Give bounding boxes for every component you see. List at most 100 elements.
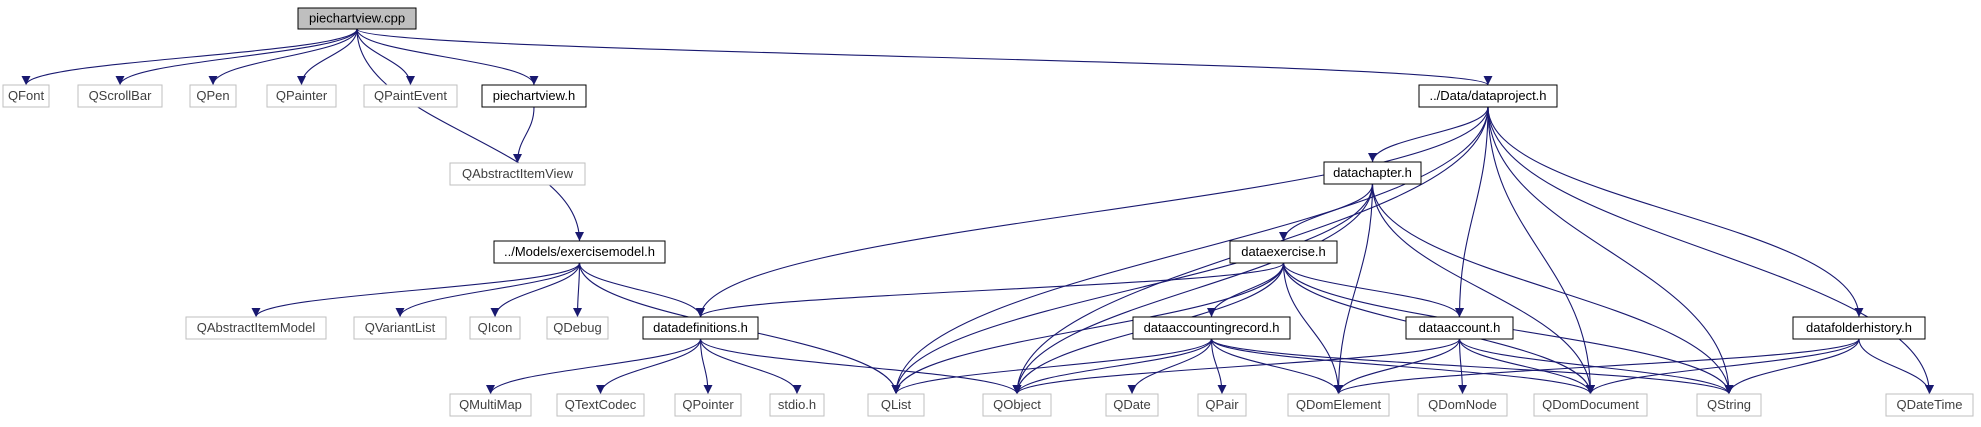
edge-datafolderhistory-h-to-QDomDocument — [1586, 338, 1860, 395]
node-label-qmultimap: QMultiMap — [459, 397, 522, 412]
node-label-qpen: QPen — [196, 88, 229, 103]
node-label-qdatetime: QDateTime — [1897, 397, 1963, 412]
edge-exercisemodel-h-to-datadefinitions-h — [578, 262, 705, 318]
node-box-piechartview-cpp — [297, 7, 417, 30]
node-box-qtextcodec — [556, 393, 645, 417]
edge-dataaccount-h-to-QObject — [1012, 338, 1461, 395]
edge-dataexercise-h-to-datadefinitions-h — [696, 262, 1285, 318]
node-box-dataexercise-h — [1229, 240, 1338, 264]
edge-dataproject-h-to-datachapter-h — [1368, 106, 1489, 163]
edge-datadefinitions-h-to-QObject — [699, 338, 1022, 395]
edge-dataproject-h-to-QList — [891, 106, 1489, 395]
node-label-dataaccount-h: dataaccount.h — [1419, 320, 1501, 335]
node-box-qpair — [1197, 393, 1247, 417]
edge-exercisemodel-h-to-QIcon — [490, 262, 581, 318]
node-label-qdomdocument: QDomDocument — [1542, 397, 1639, 412]
node-qvariantlist: QVariantList — [353, 316, 447, 340]
node-box-qlist — [867, 393, 925, 417]
node-box-qabstractitemmodel — [185, 316, 327, 340]
edge-exercisemodel-h-to-QDebug — [573, 262, 583, 318]
graph-edges — [21, 28, 1934, 395]
node-stdio-h: stdio.h — [769, 393, 825, 417]
node-qdomdocument: QDomDocument — [1533, 393, 1648, 417]
node-dataexercise-h[interactable]: dataexercise.h — [1229, 240, 1338, 264]
edge-dataaccountingrecord-h-to-QPair — [1210, 338, 1227, 395]
node-qdate: QDate — [1105, 393, 1159, 417]
node-box-qstring — [1696, 393, 1762, 417]
node-label-qlist: QList — [881, 397, 912, 412]
node-box-dataproject-h — [1418, 84, 1558, 108]
node-box-qscrollbar — [77, 84, 163, 108]
edge-piechartview-cpp-to-exercisemodel-h — [356, 28, 584, 242]
node-box-qdebug — [546, 316, 609, 340]
edge-dataaccountingrecord-h-to-QDomElement — [1210, 338, 1343, 395]
node-qabstractitemview: QAbstractItemView — [449, 162, 586, 186]
node-label-stdio-h: stdio.h — [778, 397, 816, 412]
edge-dataaccount-h-to-QDomDocument — [1458, 338, 1595, 395]
edge-datafolderhistory-h-to-QString — [1724, 338, 1860, 395]
edge-dataaccount-h-to-QDomElement — [1334, 338, 1461, 395]
edge-dataproject-h-to-datadefinitions-h — [696, 106, 1489, 318]
node-box-qdomnode — [1417, 393, 1508, 417]
node-qfont: QFont — [2, 84, 50, 108]
node-qdomnode: QDomNode — [1417, 393, 1508, 417]
node-dataproject-h[interactable]: ../Data/dataproject.h — [1418, 84, 1558, 108]
edge-piechartview-cpp-to-QPaintEvent — [356, 28, 415, 86]
node-box-qfont — [2, 84, 50, 108]
node-qtextcodec: QTextCodec — [556, 393, 645, 417]
node-box-qdomelement — [1287, 393, 1390, 417]
node-box-qicon — [469, 316, 521, 340]
node-qicon: QIcon — [469, 316, 521, 340]
edge-dataproject-h-to-QDomDocument — [1487, 106, 1595, 395]
node-datadefinitions-h[interactable]: datadefinitions.h — [642, 316, 759, 340]
node-label-qabstractitemview: QAbstractItemView — [462, 166, 574, 181]
node-qmultimap: QMultiMap — [449, 393, 532, 417]
node-box-qdatetime — [1885, 393, 1974, 417]
edge-piechartview-cpp-to-QScrollBar — [115, 28, 358, 86]
node-box-dataaccount-h — [1405, 316, 1514, 340]
node-label-qpair: QPair — [1205, 397, 1239, 412]
edge-dataaccountingrecord-h-to-QObject — [1012, 338, 1213, 395]
node-qpen: QPen — [189, 84, 237, 108]
edge-dataaccountingrecord-h-to-QList — [891, 338, 1213, 395]
node-box-stdio-h — [769, 393, 825, 417]
node-piechartview-h[interactable]: piechartview.h — [481, 84, 587, 108]
node-label-qpointer: QPointer — [682, 397, 734, 412]
edge-datachapter-h-to-QList — [891, 183, 1374, 395]
node-box-datadefinitions-h — [642, 316, 759, 340]
node-qstring: QString — [1696, 393, 1762, 417]
edge-piechartview-cpp-to-QFont — [21, 28, 358, 86]
edge-dataexercise-h-to-QDomElement — [1282, 262, 1343, 395]
edge-dataaccountingrecord-h-to-QDate — [1127, 338, 1213, 395]
node-label-piechartview-h: piechartview.h — [493, 88, 575, 103]
edge-exercisemodel-h-to-QAbstractItemModel — [251, 262, 581, 318]
node-label-datachapter-h: datachapter.h — [1333, 165, 1412, 180]
edge-exercisemodel-h-to-QVariantList — [395, 262, 581, 318]
node-box-qpointer — [674, 393, 742, 417]
node-piechartview-cpp[interactable]: piechartview.cpp — [297, 7, 417, 30]
node-dataaccountingrecord-h[interactable]: dataaccountingrecord.h — [1132, 316, 1291, 340]
edge-piechartview-cpp-to-dataproject-h — [356, 28, 1493, 86]
edge-datadefinitions-h-to-QMultiMap — [486, 338, 702, 395]
node-datafolderhistory-h[interactable]: datafolderhistory.h — [1792, 316, 1926, 340]
node-datachapter-h[interactable]: datachapter.h — [1323, 161, 1422, 185]
edge-dataexercise-h-to-dataaccount-h — [1282, 262, 1464, 318]
node-box-qpainter — [266, 84, 337, 108]
edge-datachapter-h-to-QObject — [1012, 183, 1374, 395]
edge-datafolderhistory-h-to-QDateTime — [1858, 338, 1934, 395]
node-qlist: QList — [867, 393, 925, 417]
edge-datafolderhistory-h-to-QDomElement — [1334, 338, 1860, 395]
edge-datachapter-h-to-QDomDocument — [1371, 183, 1595, 395]
edge-datadefinitions-h-to-QPointer — [699, 338, 713, 395]
node-qabstractitemmodel: QAbstractItemModel — [185, 316, 327, 340]
node-qscrollbar: QScrollBar — [77, 84, 163, 108]
edge-datachapter-h-to-dataexercise-h — [1279, 183, 1374, 242]
node-label-qvariantlist: QVariantList — [365, 320, 436, 335]
node-label-datafolderhistory-h: datafolderhistory.h — [1806, 320, 1912, 335]
node-dataaccount-h[interactable]: dataaccount.h — [1405, 316, 1514, 340]
node-exercisemodel-h[interactable]: ../Models/exercisemodel.h — [493, 240, 666, 264]
node-label-qfont: QFont — [8, 88, 45, 103]
node-label-qpainter: QPainter — [276, 88, 328, 103]
node-qdomelement: QDomElement — [1287, 393, 1390, 417]
